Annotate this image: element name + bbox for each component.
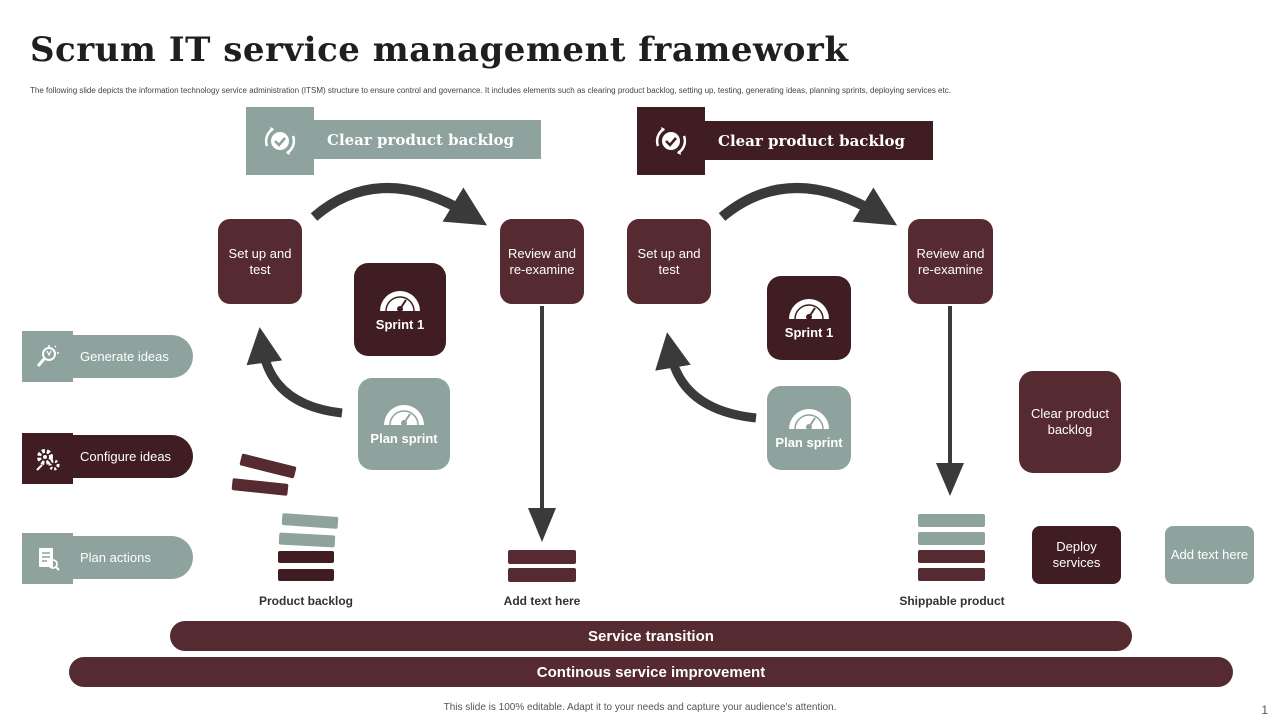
side-item-configure-ideas: Configure ideas bbox=[73, 435, 193, 478]
arrow-plan-to-setup bbox=[246, 327, 343, 418]
stack-bar bbox=[508, 568, 576, 582]
gauge-icon bbox=[789, 409, 829, 430]
sprint-label: Sprint 1 bbox=[784, 325, 834, 340]
page-title: Scrum IT service management framework bbox=[30, 30, 849, 70]
gauge-icon bbox=[384, 405, 424, 426]
left-header-label: Clear product backlog bbox=[314, 120, 541, 159]
plan-sprint-box: Plan sprint bbox=[358, 378, 450, 470]
gauge-icon bbox=[380, 290, 420, 312]
plan-sprint-label: Plan sprint bbox=[370, 431, 438, 446]
page-number: 1 bbox=[1261, 703, 1268, 717]
gears-icon bbox=[22, 433, 73, 484]
backlog-bar bbox=[278, 569, 334, 581]
refresh-check-icon bbox=[637, 107, 705, 175]
add-text-caption: Add text here bbox=[503, 594, 581, 608]
plan-sprint-label: Plan sprint bbox=[775, 435, 843, 450]
setup-test-box: Set up and test bbox=[218, 219, 302, 304]
deploy-services-box: Deploy services bbox=[1032, 526, 1121, 584]
sprint-label: Sprint 1 bbox=[375, 316, 425, 332]
add-text-box: Add text here bbox=[1165, 526, 1254, 584]
stack-bar bbox=[918, 514, 985, 527]
clear-backlog-box: Clear product backlog bbox=[1019, 371, 1121, 473]
continuous-improvement-band: Continous service improvement bbox=[69, 657, 1233, 687]
document-search-icon bbox=[22, 533, 73, 584]
refresh-check-icon bbox=[246, 107, 314, 175]
sprint-box: Sprint 1 bbox=[354, 263, 446, 356]
slide-description: The following slide depicts the informat… bbox=[30, 86, 951, 95]
stack-bar bbox=[918, 550, 985, 563]
side-item-generate-ideas: Generate ideas bbox=[73, 335, 193, 378]
arrow-setup-to-review-right bbox=[718, 183, 898, 226]
side-item-plan-actions: Plan actions bbox=[73, 536, 193, 579]
right-header-label: Clear product backlog bbox=[705, 121, 933, 160]
footer-note: This slide is 100% editable. Adapt it to… bbox=[443, 702, 837, 713]
stack-bar bbox=[918, 568, 985, 581]
review-box: Review and re-examine bbox=[908, 219, 993, 304]
backlog-bar bbox=[278, 551, 334, 563]
setup-test-box: Set up and test bbox=[627, 219, 711, 304]
arrow-plan-to-setup-right bbox=[655, 332, 757, 423]
gauge-icon bbox=[789, 299, 829, 320]
stack-bar bbox=[508, 550, 576, 564]
lightbulb-search-icon bbox=[22, 331, 73, 382]
sprint-box: Sprint 1 bbox=[767, 276, 851, 360]
stack-bar bbox=[918, 532, 985, 545]
service-transition-band: Service transition bbox=[170, 621, 1132, 651]
review-box: Review and re-examine bbox=[500, 219, 584, 304]
shippable-product-caption: Shippable product bbox=[899, 594, 1005, 608]
plan-sprint-box: Plan sprint bbox=[767, 386, 851, 470]
product-backlog-caption: Product backlog bbox=[258, 594, 353, 608]
arrow-setup-to-review bbox=[310, 183, 488, 226]
